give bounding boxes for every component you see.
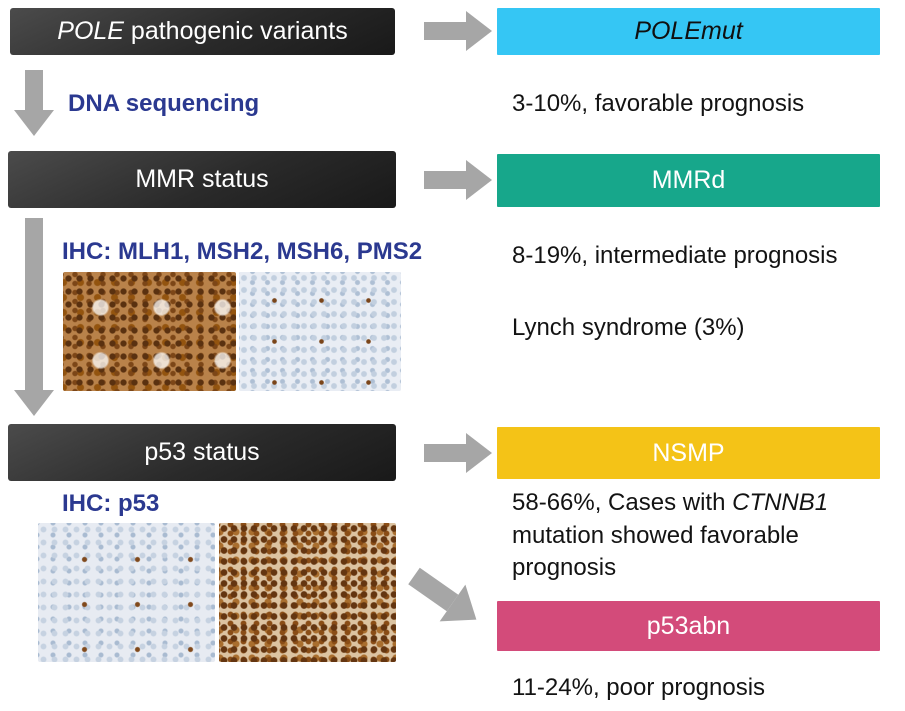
pole-rest-text: pathogenic variants (123, 17, 348, 45)
arrow-down-icon (14, 70, 54, 136)
result-box-nsmp: NSMP (497, 427, 880, 479)
arrow-down-right-icon (401, 558, 490, 639)
arrow-down-icon (14, 218, 54, 416)
ihc-mmr-label: IHC: MLH1, MSH2, MSH6, PMS2 (62, 238, 423, 265)
arrow-shaft (424, 171, 466, 189)
p53abn-label: p53abn (646, 611, 731, 640)
polemut-label: POLEmut (634, 17, 743, 45)
p53abn-note: 11-24%, poor prognosis (512, 674, 766, 701)
nsmp-note-post: mutation showed favorable prognosis (512, 521, 799, 582)
arrow-shaft (424, 22, 466, 40)
ctnnb1-gene-text: CTNNB1 (732, 489, 829, 516)
nsmp-note-pre: 58-66%, Cases with (512, 489, 733, 516)
result-box-mmrd: MMRd (497, 154, 880, 207)
arrow-shaft (424, 444, 466, 462)
p53-ihc-micrograph-abnormal (219, 523, 396, 662)
result-box-p53abn: p53abn (497, 601, 880, 651)
arrow-shaft (25, 70, 43, 110)
test-box-pole: POLE pathogenic variants (10, 8, 395, 55)
mmr-ihc-micrograph-positive (63, 272, 236, 391)
mmr-test-label: MMR status (135, 165, 269, 193)
arrow-head (14, 110, 54, 136)
pole-test-label: POLE pathogenic variants (57, 17, 347, 46)
test-box-p53: p53 status (8, 424, 396, 481)
arrow-shaft (25, 218, 43, 390)
arrow-head (466, 11, 492, 51)
mmr-ihc-micrograph-negative (239, 272, 401, 391)
nsmp-note: 58-66%, Cases with CTNNB1 mutation showe… (512, 487, 894, 585)
arrow-head (14, 390, 54, 416)
p53-ihc-micrograph-wildtype (38, 523, 215, 662)
ihc-p53-label: IHC: p53 (62, 490, 160, 517)
polemut-note: 3-10%, favorable prognosis (512, 90, 805, 117)
arrow-head (466, 160, 492, 200)
test-box-mmr: MMR status (8, 151, 396, 208)
nsmp-label: NSMP (652, 438, 725, 467)
arrow-right-icon (424, 160, 492, 200)
result-box-polemut: POLEmut (497, 8, 880, 55)
mmrd-label: MMRd (651, 166, 726, 194)
dna-sequencing-label: DNA sequencing (68, 90, 260, 117)
lynch-note: Lynch syndrome (3%) (512, 314, 745, 341)
arrow-right-icon (424, 433, 492, 473)
pole-gene-text: POLE (57, 17, 124, 45)
p53-test-label: p53 status (144, 438, 260, 466)
arrow-head (466, 433, 492, 473)
mmrd-note: 8-19%, intermediate prognosis (512, 242, 838, 269)
arrow-right-icon (424, 11, 492, 51)
